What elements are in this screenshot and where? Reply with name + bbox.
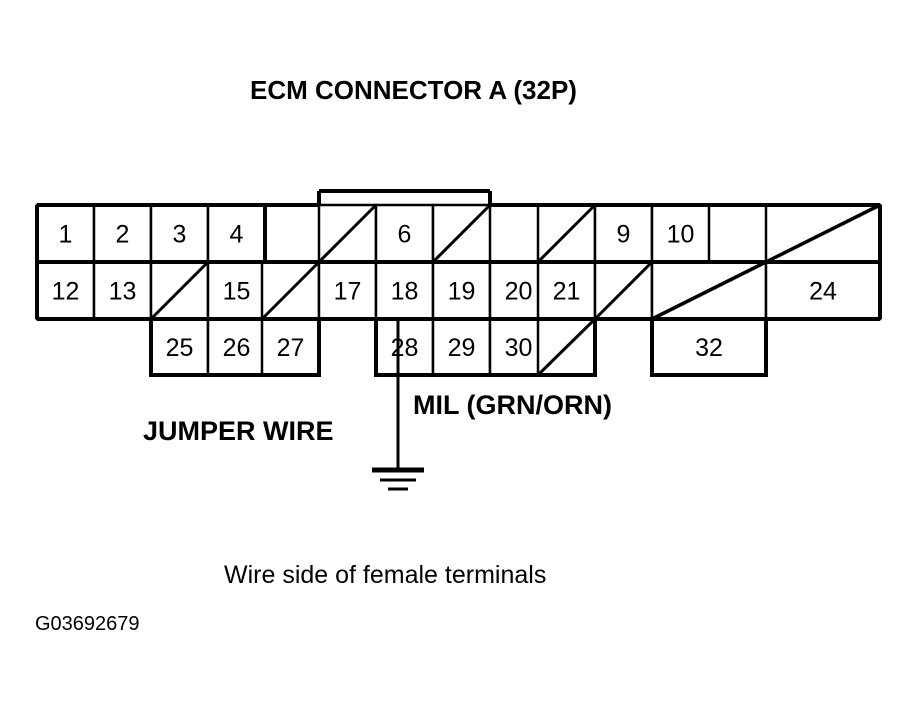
pin-number-28: 28 [391,334,419,362]
pin-number-2: 2 [116,221,130,249]
connector-pin-32[interactable]: 32 [650,317,768,377]
pin-number-32: 32 [695,334,723,362]
connector-pin-26[interactable]: 26 [206,317,267,377]
connector-pin-8[interactable] [536,203,597,264]
connector-pin-22[interactable] [593,260,654,321]
pin-number-15: 15 [223,278,251,306]
connector-pin-6[interactable]: 6 [374,203,435,264]
pin-number-26: 26 [223,334,251,362]
pin-number-9: 9 [617,221,631,249]
connector-pin-19[interactable]: 19 [431,260,492,321]
connector-pin-31[interactable] [536,317,597,377]
pin-cell-1[interactable] [35,203,96,264]
connector-pin-27[interactable]: 27 [260,317,321,377]
jumper-wire-label: JUMPER WIRE [143,416,334,446]
connector-pin-7[interactable] [431,203,492,264]
pin-number-25: 25 [166,334,194,362]
outline-row3-right [650,319,768,377]
pin-number-20: 20 [505,278,533,306]
pin-number-13: 13 [109,278,137,306]
pin-number-18: 18 [391,278,419,306]
pin-number-17: 17 [334,278,362,306]
pin-cell-28[interactable] [374,317,435,377]
connector-pin-12[interactable]: 12 [35,260,96,321]
connector-pin-14[interactable] [149,260,210,321]
pin-cell-3[interactable] [149,203,210,264]
figure-caption: Wire side of female terminals [224,561,546,589]
pin-blank-slash-8 [536,203,597,264]
connector-pin-5[interactable] [317,203,378,264]
diagonal-span-11-23 [651,203,881,321]
pin-cell-9[interactable] [593,203,654,264]
blank-span-diagonals [651,203,881,321]
connector-pin-28[interactable]: 28 [374,317,435,377]
outline-row3-mid [374,319,597,377]
connector-pin-9[interactable]: 9 [593,203,654,264]
pin-blank-slash-14 [149,260,210,321]
pin-number-30: 30 [505,334,533,362]
pin-blank-slash-5 [317,203,378,264]
connector-pin-16[interactable] [260,260,321,321]
connector-pin-25[interactable]: 25 [149,317,210,377]
pin-number-29: 29 [448,334,476,362]
pin-number-24: 24 [809,278,837,306]
pin-blank-slash-16 [260,260,321,321]
figure-id: G03692679 [35,613,140,635]
pin-cell-27[interactable] [260,317,321,377]
connector-pin-4[interactable]: 4 [206,203,267,264]
connector-pin-17[interactable]: 17 [317,260,378,321]
connector-pin-24[interactable]: 24 [764,260,882,321]
pin-blank-slash-7 [431,203,492,264]
connector-pin-21[interactable]: 21 [536,260,597,321]
pin-blank-slash-31 [536,317,597,377]
connector-pin-15[interactable]: 15 [206,260,267,321]
connector-outline [35,189,882,377]
outline-row3-left [149,319,321,377]
mil-wire-group [372,319,424,491]
connector-pin-29[interactable]: 29 [431,317,492,377]
pin-number-27: 27 [277,334,305,362]
connector-pin-18[interactable]: 18 [374,260,435,321]
pin-number-12: 12 [52,278,80,306]
pin-number-1: 1 [59,221,73,249]
pin-number-6: 6 [398,221,412,249]
pin-number-21: 21 [553,278,581,306]
pin-number-4: 4 [230,221,244,249]
pin-number-19: 19 [448,278,476,306]
connector-pin-13[interactable]: 13 [92,260,153,321]
mil-label: MIL (GRN/ORN) [413,390,612,420]
connector-pin-2[interactable]: 2 [92,203,153,264]
pin-number-3: 3 [173,221,187,249]
diagram-title: ECM CONNECTOR A (32P) [250,75,577,105]
pin-number-10: 10 [667,221,695,249]
connector-pin-3[interactable]: 3 [149,203,210,264]
connector-pin-10[interactable]: 10 [650,203,711,264]
connector-pin-1[interactable]: 1 [35,203,96,264]
pin-cell-19[interactable] [431,260,492,321]
pin-blank-slash-22 [593,260,654,321]
